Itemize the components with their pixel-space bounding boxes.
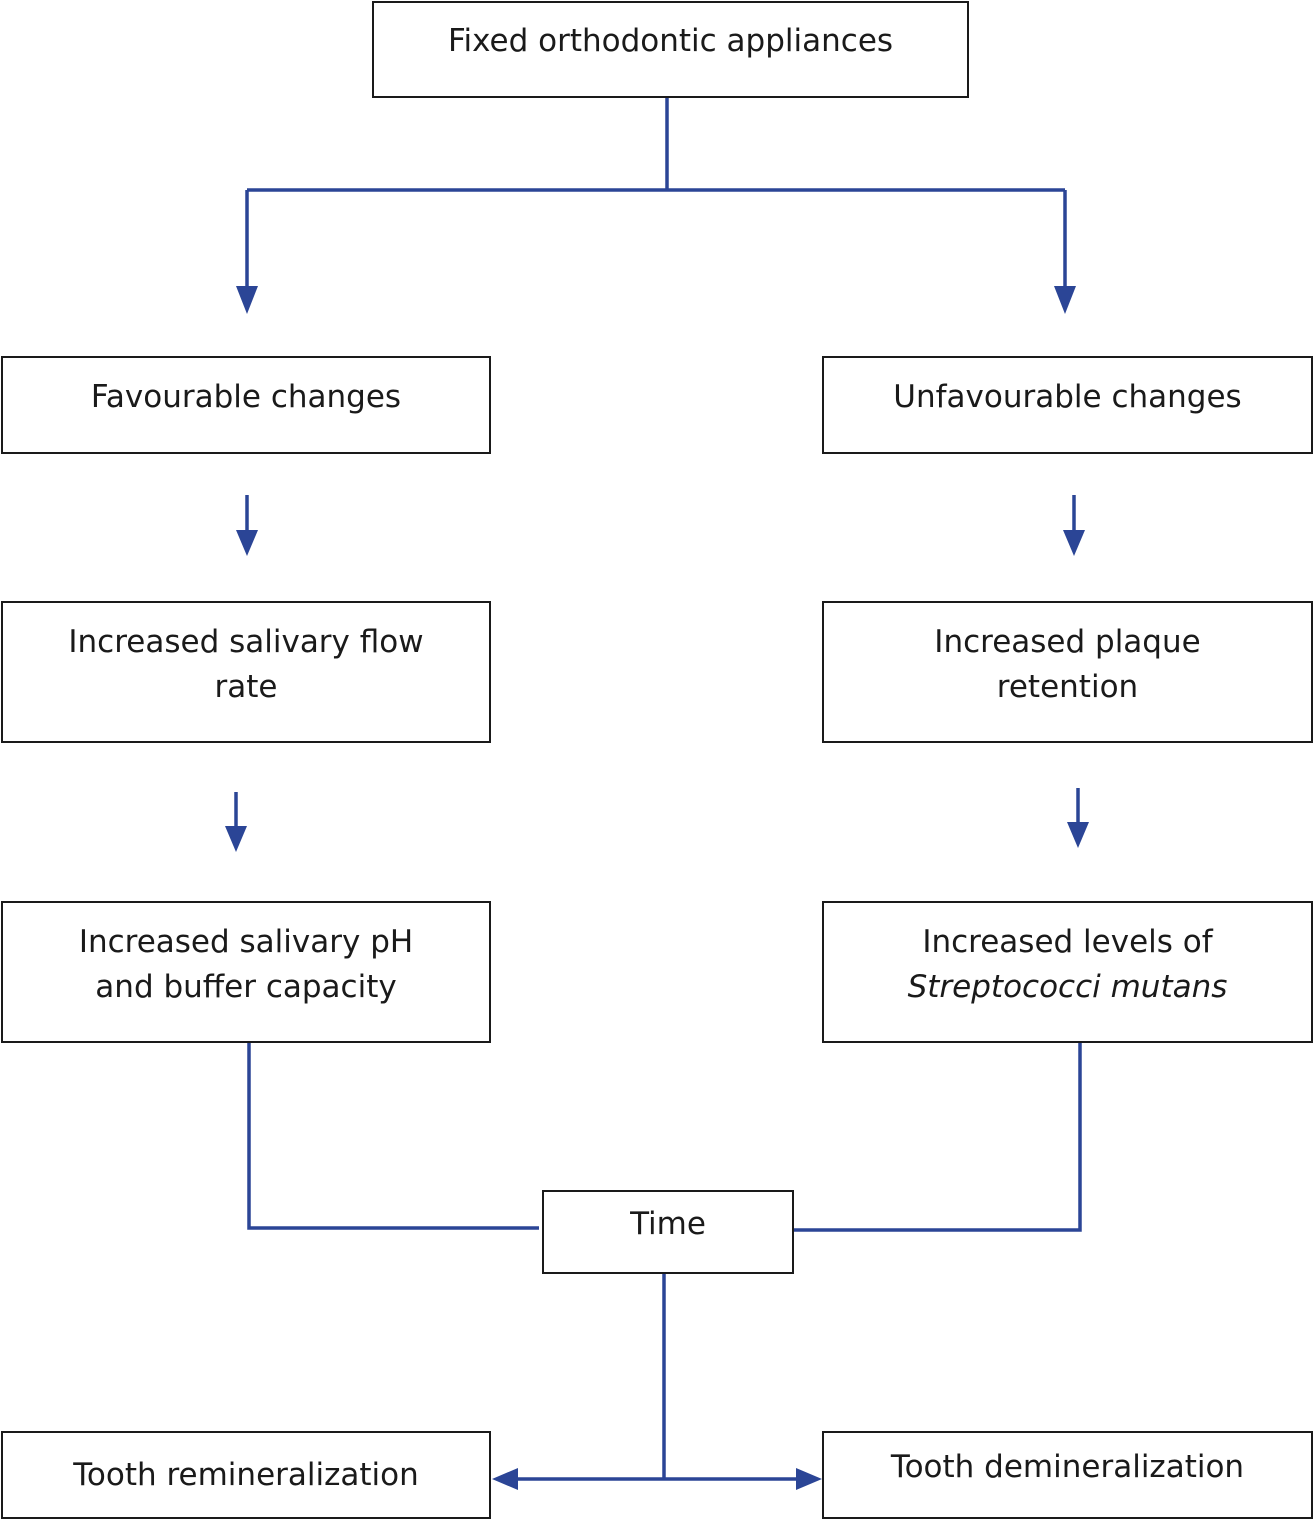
arrowhead-ph (225, 826, 247, 852)
node-increased-salivary-ph-buffer: Increased salivary pH and buffer capacit… (1, 901, 491, 1043)
node-label-line-1: Increased salivary flow (68, 624, 424, 660)
node-fixed-orthodontic-appliances: Fixed orthodontic appliances (372, 1, 969, 98)
node-label: Time (630, 1205, 706, 1242)
node-label-line-2: rate (214, 669, 278, 705)
arrowhead-demin (796, 1468, 822, 1490)
node-label: Fixed orthodontic appliances (447, 23, 894, 59)
node-label: Unfavourable changes (893, 378, 1242, 415)
node-favourable-changes: Favourable changes (1, 356, 491, 454)
node-increased-salivary-flow-rate: Increased salivary flow rate (1, 601, 491, 743)
arrowhead-strep (1067, 822, 1089, 848)
arrowhead-fav (236, 286, 258, 314)
node-unfavourable-changes: Unfavourable changes (822, 356, 1313, 454)
node-label: Tooth demineralization (890, 1448, 1245, 1485)
arrowhead-plaque (1063, 530, 1085, 556)
node-label: Favourable changes (90, 378, 402, 415)
node-label-line-2: and buffer capacity (95, 969, 397, 1005)
connector-strep-to-time (794, 1043, 1082, 1232)
node-label-line-1: Increased salivary pH (78, 924, 414, 960)
node-increased-streptococci-mutans: Increased levels of Streptococci mutans (822, 901, 1313, 1043)
arrowhead-saliva (236, 530, 258, 556)
node-label-line-1: Increased levels of (922, 924, 1213, 960)
node-time: Time (542, 1190, 794, 1274)
node-label-line-2: retention (996, 669, 1139, 705)
arrowhead-unfav (1054, 286, 1076, 314)
node-tooth-remineralization: Tooth remineralization (1, 1431, 491, 1519)
node-increased-plaque-retention: Increased plaque retention (822, 601, 1313, 743)
node-label-line-2: Streptococci mutans (907, 969, 1228, 1005)
arrowhead-remin (492, 1468, 518, 1490)
connector-ph-to-time (247, 1043, 539, 1230)
node-label-line-1: Increased plaque (934, 624, 1201, 660)
node-label: Tooth remineralization (73, 1456, 419, 1493)
node-tooth-demineralization: Tooth demineralization (822, 1431, 1313, 1519)
